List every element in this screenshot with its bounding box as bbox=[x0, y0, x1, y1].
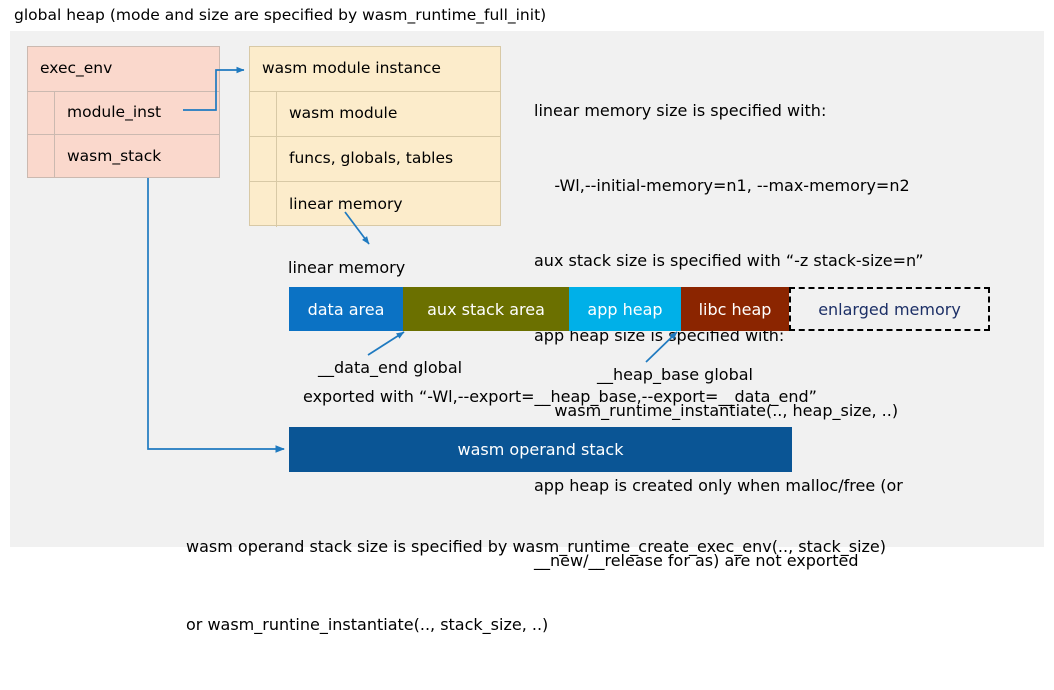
operand-stack-note-line: or wasm_runtine_instantiate(.., stack_si… bbox=[186, 615, 549, 634]
exec-env-row-label-module-inst: module_inst bbox=[67, 103, 162, 122]
note-line: linear memory size is specified with: bbox=[534, 101, 827, 120]
module-instance-indent-gutter bbox=[250, 92, 277, 136]
memory-segment-label: enlarged memory bbox=[818, 299, 961, 319]
module-instance-row-label-wasm-module: wasm module bbox=[289, 104, 398, 123]
memory-segment-libc-heap: libc heap bbox=[681, 287, 789, 331]
memory-segment-label: libc heap bbox=[698, 299, 772, 319]
linear-memory-caption: linear memory bbox=[288, 258, 406, 277]
exec-env-row-label-wasm-stack: wasm_stack bbox=[67, 146, 162, 165]
wasm-operand-stack-box: wasm operand stack bbox=[289, 427, 792, 472]
module-instance-header: wasm module instance bbox=[250, 47, 500, 92]
page-title: global heap (mode and size are specified… bbox=[14, 6, 547, 24]
exec-env-indent-gutter bbox=[28, 135, 55, 178]
module-instance-header-label: wasm module instance bbox=[262, 59, 441, 78]
exec-env-row-module-inst: module_inst bbox=[28, 92, 219, 135]
wasm-operand-stack-label: wasm operand stack bbox=[457, 440, 624, 459]
module-instance-row-funcs-globals-tables: funcs, globals, tables bbox=[250, 137, 500, 182]
operand-stack-notes: wasm operand stack size is specified by … bbox=[186, 482, 886, 690]
module-instance-row-label-linear-memory: linear memory bbox=[289, 194, 403, 213]
memory-segment-data-area: data area bbox=[289, 287, 403, 331]
memory-segment-aux-stack-area: aux stack area bbox=[403, 287, 569, 331]
exec-env-header: exec_env bbox=[28, 47, 219, 92]
note-line: aux stack size is specified with “-z sta… bbox=[534, 251, 924, 270]
annotation-exported-symbols: exported with “-Wl,--export=__heap_base,… bbox=[303, 387, 817, 406]
operand-stack-note-line: wasm operand stack size is specified by … bbox=[186, 537, 887, 556]
wasm-module-instance-box: wasm module instance wasm module funcs, … bbox=[249, 46, 501, 227]
exec-env-box: exec_env module_inst wasm_stack bbox=[27, 46, 220, 178]
note-line: wasm_runtime_instantiate(.., heap_size, … bbox=[534, 401, 899, 420]
module-instance-row-label-funcs-globals-tables: funcs, globals, tables bbox=[289, 149, 454, 168]
module-instance-indent-gutter bbox=[250, 182, 277, 227]
module-instance-row-linear-memory: linear memory bbox=[250, 182, 500, 227]
note-line: -Wl,--initial-memory=n1, --max-memory=n2 bbox=[534, 176, 910, 195]
module-instance-indent-gutter bbox=[250, 137, 277, 181]
note-line: app heap is created only when malloc/fre… bbox=[534, 476, 903, 495]
memory-segment-label: data area bbox=[307, 299, 385, 319]
diagram-canvas: global heap (mode and size are specified… bbox=[10, 6, 1044, 634]
annotation-heap-base: __heap_base global bbox=[597, 365, 753, 384]
memory-segment-label: app heap bbox=[587, 299, 663, 319]
exec-env-header-label: exec_env bbox=[40, 59, 113, 78]
memory-segment-label: aux stack area bbox=[427, 299, 545, 319]
annotation-data-end: __data_end global bbox=[318, 358, 463, 377]
exec-env-row-wasm-stack: wasm_stack bbox=[28, 135, 219, 178]
memory-segment-enlarged-memory: enlarged memory bbox=[789, 287, 990, 331]
linear-memory-bar: data area aux stack area app heap libc h… bbox=[289, 287, 990, 331]
module-instance-row-wasm-module: wasm module bbox=[250, 92, 500, 137]
memory-segment-app-heap: app heap bbox=[569, 287, 681, 331]
exec-env-indent-gutter bbox=[28, 92, 55, 134]
